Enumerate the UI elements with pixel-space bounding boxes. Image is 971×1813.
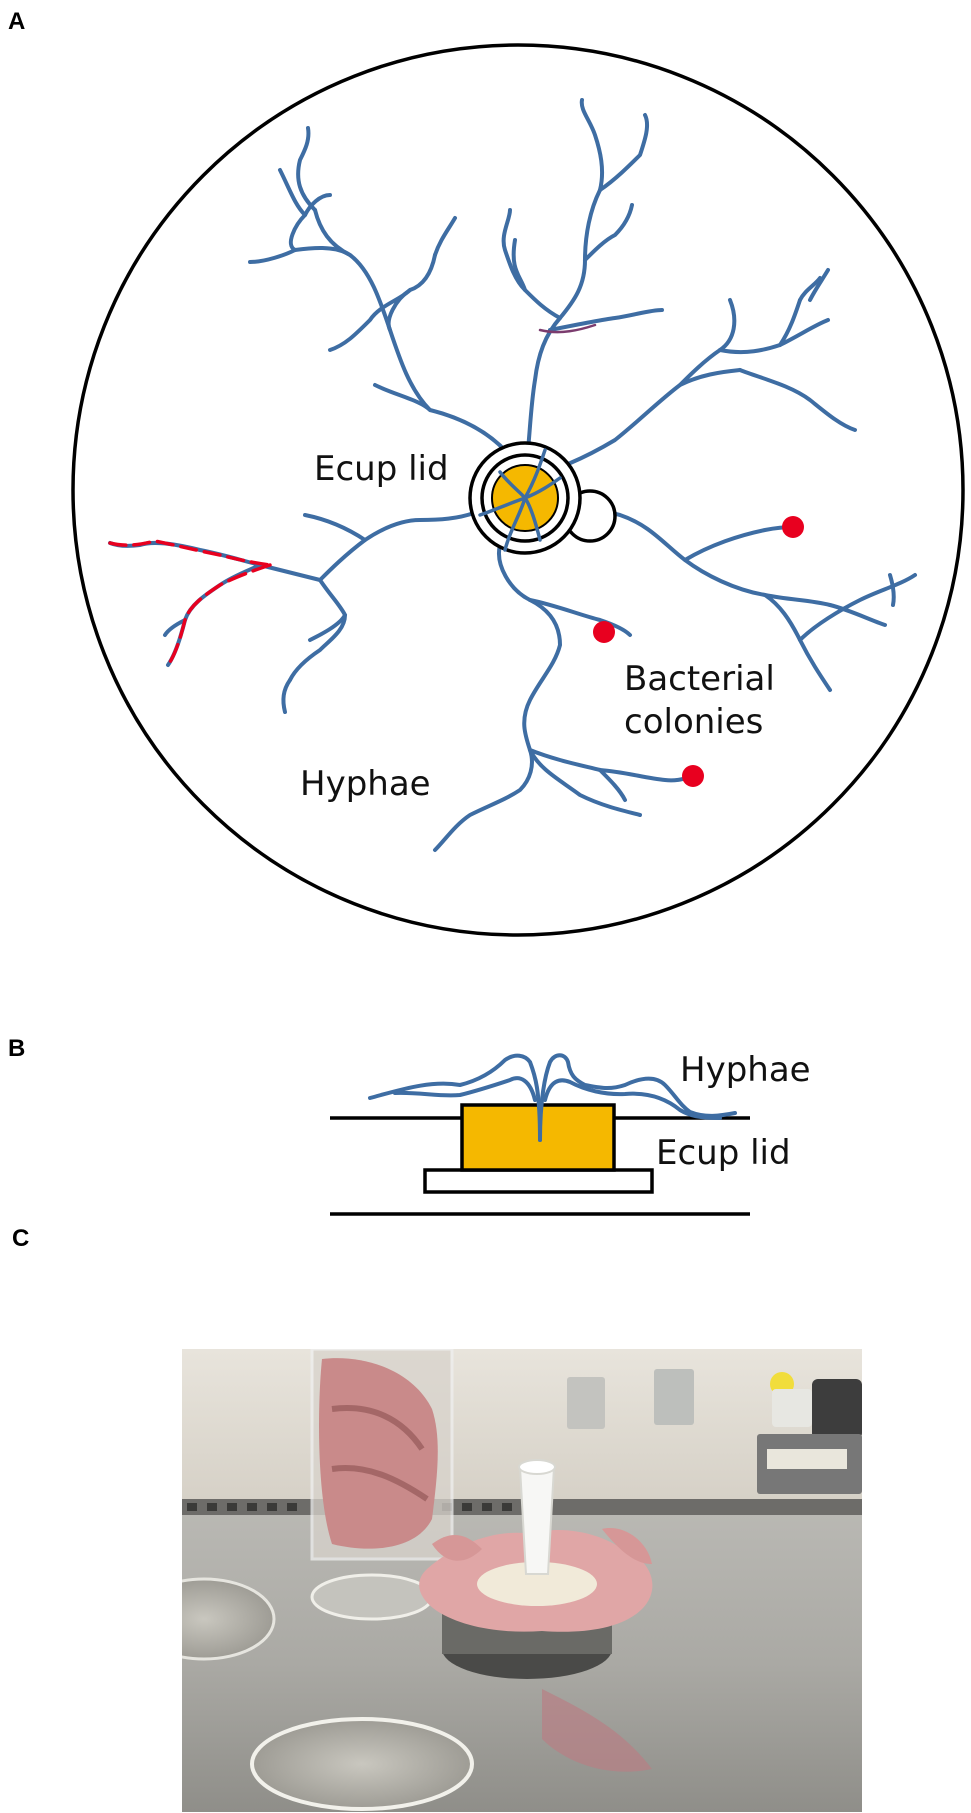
petri-dish-outline (71, 43, 965, 937)
bacterial-colonies-label-line2: colonies (624, 702, 764, 742)
lab-photo (182, 1349, 862, 1812)
panel-b-diagram (330, 1053, 750, 1216)
panel-c-letter: C (12, 1225, 30, 1252)
bacterial-colony (593, 621, 615, 643)
panel-a-letter: A (8, 8, 26, 35)
hyphae-network (108, 98, 917, 852)
panel-a-diagram (71, 43, 965, 937)
bacterial-colony (682, 765, 704, 787)
bacterial-colony (782, 516, 804, 538)
ecup-lid-label-b: Ecup lid (656, 1133, 791, 1173)
hyphae-side-view (368, 1053, 737, 1142)
ecup-lid-label-a: Ecup lid (314, 449, 449, 489)
hyphae-label-a: Hyphae (300, 764, 431, 804)
red-hyphae-segments (108, 323, 597, 667)
hyphae-label-b: Hyphae (680, 1050, 811, 1090)
panel-b-letter: B (8, 1035, 26, 1062)
bacterial-colonies (593, 516, 804, 787)
ecup-lid-base (423, 1168, 654, 1194)
lab-photo-drawing (182, 1349, 862, 1812)
ecup-lid-top-view (468, 441, 617, 555)
bacterial-colonies-label-line1: Bacterial (624, 659, 775, 699)
